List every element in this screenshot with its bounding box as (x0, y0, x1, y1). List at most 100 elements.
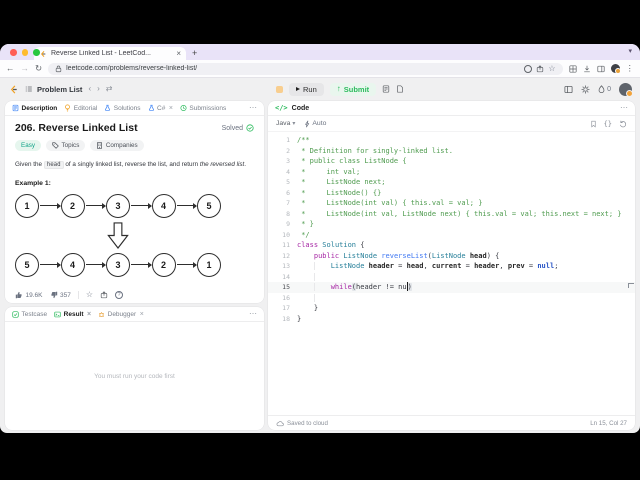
forward-icon[interactable]: → (20, 63, 30, 74)
line-number: 9 (286, 220, 290, 228)
leetcode-favicon (41, 50, 46, 57)
layout-icon[interactable] (564, 85, 573, 94)
code-line-13[interactable]: 13 ListNode header = head, current = hea… (268, 261, 635, 272)
tab-close-icon[interactable]: × (168, 104, 173, 112)
browser-toolbar: ← → ↻ leetcode.com/problems/reverse-link… (0, 60, 640, 78)
check-circle-icon (246, 124, 254, 132)
downloads-icon[interactable] (583, 65, 591, 73)
close-window-button[interactable] (10, 49, 17, 56)
minimize-window-button[interactable] (21, 49, 28, 56)
tab-close-icon[interactable]: × (87, 310, 92, 318)
streak-counter[interactable]: 0 (598, 84, 611, 94)
line-content (297, 293, 318, 304)
code-line-14[interactable]: 14 (268, 272, 635, 283)
code-editor[interactable]: 1/**2 * Definition for singly-linked lis… (268, 132, 635, 415)
bookmark-star-icon[interactable]: ☆ (548, 63, 556, 73)
next-problem-icon[interactable]: › (97, 84, 100, 93)
browser-profile-avatar[interactable] (610, 64, 621, 74)
tab-submissions[interactable]: Submissions (180, 104, 226, 112)
code-line-9[interactable]: 9 * } (268, 219, 635, 230)
debugger-bug-icon (99, 311, 105, 317)
settings-gear-icon[interactable] (581, 85, 590, 94)
code-line-15[interactable]: 15 while(header != nu) (268, 282, 635, 293)
sidebar-icon[interactable] (596, 65, 605, 73)
overview-ruler-mark (628, 283, 634, 288)
more-options-icon[interactable]: ⋯ (249, 309, 257, 318)
tab-close-icon[interactable]: × (176, 48, 181, 58)
reset-code-icon[interactable] (619, 120, 627, 128)
document-icon[interactable] (396, 85, 404, 93)
leetcode-logo[interactable] (8, 84, 19, 95)
code-line-8[interactable]: 8 * ListNode(int val, ListNode next) { t… (268, 209, 635, 220)
notes-icon[interactable] (382, 85, 390, 93)
line-number: 14 (282, 272, 290, 281)
dislike-count: 357 (60, 291, 71, 299)
tab-close-icon[interactable]: × (139, 310, 144, 318)
tab-search-icon[interactable]: ▾ (628, 48, 632, 55)
companies-chip[interactable]: Companies (90, 140, 144, 151)
dislike-button[interactable]: 357 (50, 291, 71, 299)
run-button[interactable]: Run (289, 82, 324, 96)
tab-editorial[interactable]: Editorial (64, 104, 97, 112)
line-number: 2 (286, 146, 290, 155)
chevron-down-icon: ▾ (292, 121, 296, 127)
new-tab-button[interactable]: + (192, 48, 198, 58)
back-icon[interactable]: ← (6, 63, 15, 74)
share-icon[interactable] (536, 64, 544, 73)
format-code-icon[interactable]: {} (603, 119, 612, 128)
editor-tools: {} (590, 120, 627, 128)
run-label: Run (303, 84, 317, 94)
address-bar[interactable]: leetcode.com/problems/reverse-linked-lis… (48, 62, 563, 75)
tab-solutions[interactable]: Solutions (104, 104, 141, 112)
code-line-1[interactable]: 1/** (268, 135, 635, 146)
bookmark-icon[interactable] (590, 120, 597, 128)
extensions-icon[interactable] (568, 64, 577, 73)
user-avatar[interactable] (619, 82, 633, 97)
code-line-18[interactable]: 18} (268, 314, 635, 325)
code-line-12[interactable]: 12 public ListNode reverseList(ListNode … (268, 251, 635, 262)
problem-list-label: Problem List (37, 84, 83, 94)
tab-description[interactable]: Description (12, 104, 57, 112)
code-line-16[interactable]: 16 (268, 293, 635, 304)
code-line-3[interactable]: 3 * public class ListNode { (268, 156, 635, 167)
browser-tab[interactable]: Reverse Linked List - LeetCod... × (34, 47, 186, 60)
code-line-7[interactable]: 7 * ListNode(int val) { this.val = val; … (268, 198, 635, 209)
difficulty-badge[interactable]: Easy (15, 140, 41, 151)
code-line-10[interactable]: 10 */ (268, 230, 635, 241)
topics-chip[interactable]: Topics (46, 140, 86, 151)
feedback-icon[interactable]: ? (115, 291, 124, 299)
prev-problem-icon[interactable]: ‹ (88, 84, 92, 93)
tab-result[interactable]: Result × (54, 311, 91, 318)
browser-menu-icon[interactable]: ⋮ (625, 63, 635, 74)
code-line-6[interactable]: 6 * ListNode() {} (268, 188, 635, 199)
building-icon (97, 142, 103, 149)
site-info-icon[interactable] (524, 64, 533, 73)
tab-csharp-solution[interactable]: C# × (148, 104, 173, 112)
favorite-star-icon[interactable]: ☆ (85, 290, 94, 299)
code-line-2[interactable]: 2 * Definition for singly-linked list. (268, 146, 635, 157)
tab-testcase[interactable]: Testcase (12, 311, 47, 318)
code-panel-more-icon[interactable]: ⋯ (620, 103, 628, 112)
code-line-4[interactable]: 4 * int val; (268, 167, 635, 178)
share-problem-icon[interactable] (100, 291, 108, 299)
reload-icon[interactable]: ↻ (35, 63, 43, 74)
more-tabs-icon[interactable]: ⋯ (249, 103, 257, 112)
code-line-17[interactable]: 17 } (268, 303, 635, 314)
random-problem-icon[interactable]: ⇄ (105, 84, 113, 93)
line-content: ListNode header = head, current = header… (297, 261, 559, 272)
tab-debugger[interactable]: Debugger × (98, 311, 144, 318)
auto-toggle[interactable]: Auto (304, 120, 326, 128)
line-number: 17 (282, 304, 290, 312)
language-label: Java (276, 120, 291, 127)
line-number: 4 (286, 167, 290, 176)
line-content: } (297, 304, 319, 312)
language-selector[interactable]: Java ▾ (276, 120, 295, 127)
code-line-5[interactable]: 5 * ListNode next; (268, 177, 635, 188)
submit-button[interactable]: ↑ Submit (329, 82, 377, 96)
thumbs-down-icon (50, 291, 57, 299)
problem-list-button[interactable]: Problem List (25, 85, 82, 94)
zoom-window-button[interactable] (33, 49, 40, 56)
transform-down-arrow (107, 222, 129, 249)
like-button[interactable]: 19.6K (15, 291, 43, 299)
